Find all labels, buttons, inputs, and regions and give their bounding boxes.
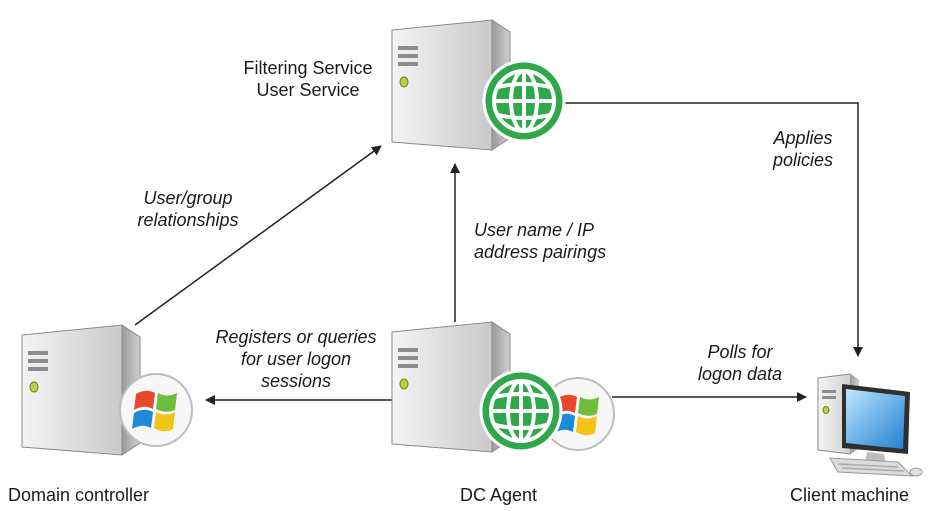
dc-agent-label: DC Agent [460,485,538,505]
filtering-service-text: Filtering Service [243,58,373,78]
applies-line1: Applies [773,128,833,148]
username-ip-line1: User name / IP [474,220,595,240]
user-group-line2: relationships [137,210,239,230]
edge-label-registers: Registers or queries for user logon sess… [196,326,396,392]
polls-line1: Polls for [707,342,773,362]
edge-label-username-ip: User name / IP address pairings [474,219,606,263]
filtering-globe-icon [482,59,566,143]
username-ip-line2: address pairings [474,242,607,262]
applies-line2: policies [772,150,834,170]
dc-agent-globe-icon [479,369,563,453]
edge-applies-policies [565,102,863,357]
edge-label-polls: Polls for logon data [680,341,800,385]
registers-line1: Registers or queries [215,327,377,347]
client-computer-icon [817,373,923,477]
edge-label-user-group: User/group relationships [118,187,258,231]
user-service-text: User Service [256,80,360,100]
domain-controller-label: Domain controller [8,485,150,505]
domain-controller-server-icon [21,324,141,456]
polls-line2: logon data [697,364,783,384]
user-group-line1: User/group [143,188,233,208]
edge-user-group [134,145,382,326]
client-machine-label: Client machine [790,485,910,505]
filtering-server-label: Filtering Service User Service [228,57,388,101]
edge-label-applies-policies: Applies policies [758,127,848,171]
domain-controller-windows-icon [119,373,193,447]
registers-line2: for user logon [240,349,352,369]
registers-line3: sessions [260,371,332,391]
